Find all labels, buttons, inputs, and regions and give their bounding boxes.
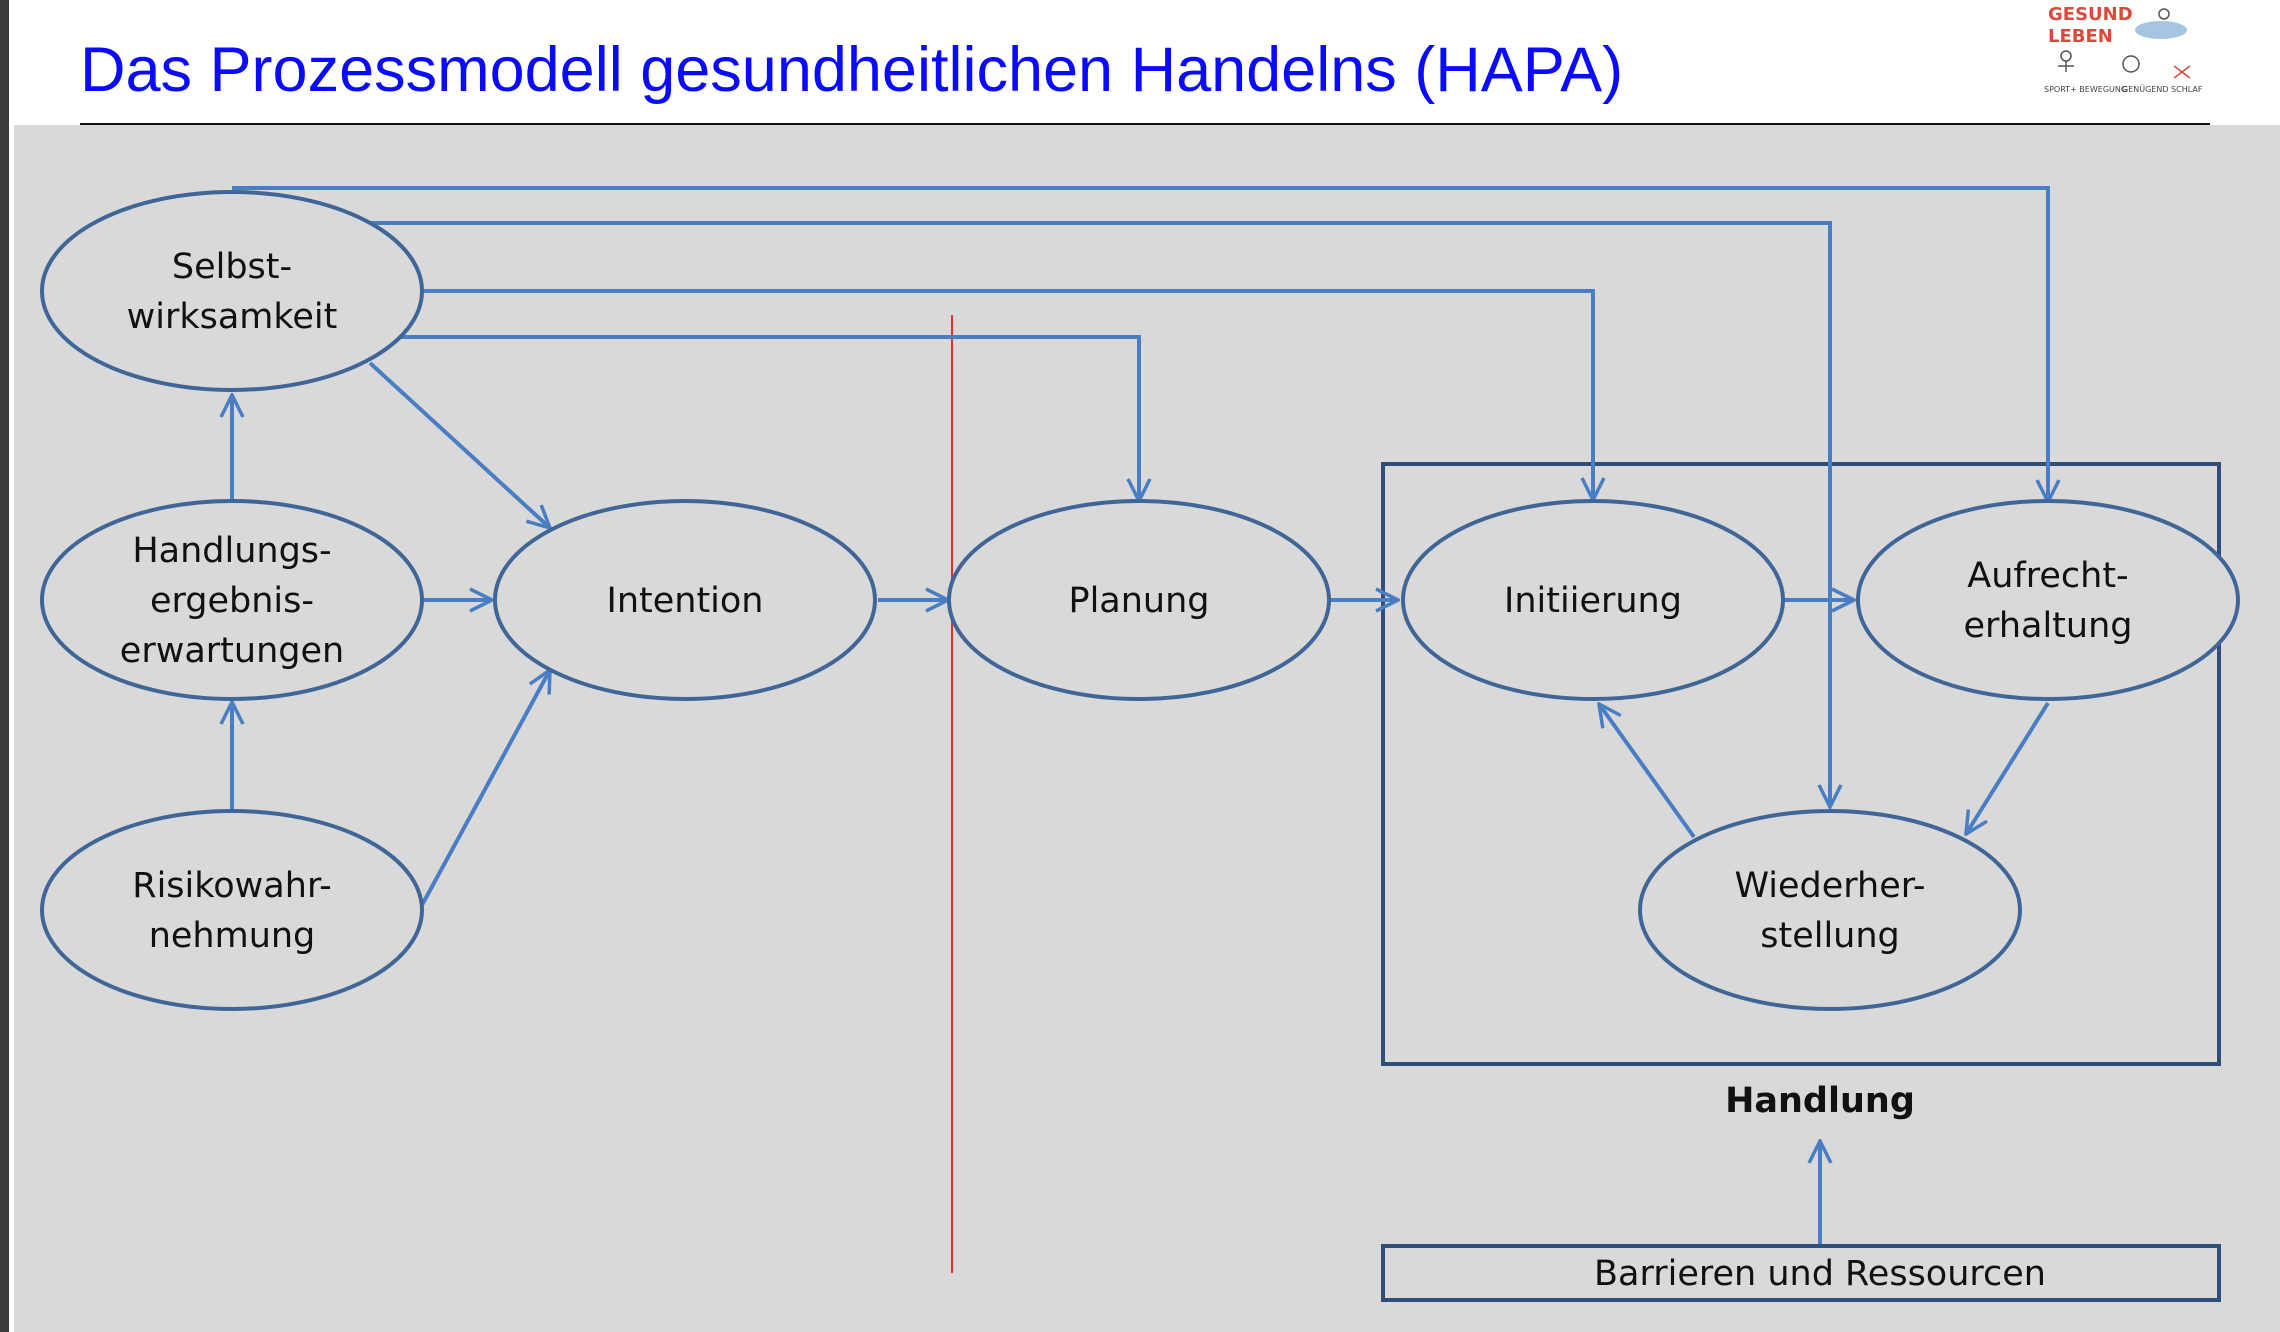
arrow-risiko-to-intention: [420, 670, 550, 906]
logo-caption-left: SPORT+ BEWEGUNG: [2044, 85, 2127, 94]
node-initiierung: Initiierung: [1401, 499, 1785, 701]
node-wiederherstellung-line1: Wiederher-: [1734, 866, 1925, 906]
node-handlungsergebnis-line2: ergebnis-: [150, 581, 314, 621]
logo-text-gesund: GESUND: [2048, 4, 2133, 25]
arrow-selbst-to-initiierung: [422, 289, 1593, 500]
node-planung: Planung: [947, 499, 1331, 701]
arrow-selbst-to-intention: [368, 361, 550, 528]
node-aufrechterhaltung-line2: erhaltung: [1964, 606, 2133, 646]
logo-caption-right: GENÜGEND SCHLAF: [2122, 84, 2203, 94]
barrieren-box: [1381, 1244, 2221, 1302]
title-underline: [80, 123, 2210, 125]
logo-star-icon: [2173, 65, 2191, 79]
arrow-selbst-to-planung: [392, 335, 1139, 501]
logo-text-leben: LEBEN: [2048, 26, 2113, 47]
node-handlungsergebnis-line3: erwartungen: [120, 631, 344, 671]
node-selbstwirksamkeit-line2: wirksamkeit: [127, 297, 338, 337]
node-handlungsergebnis-line1: Handlungs-: [132, 531, 331, 571]
left-edge-bar: [0, 0, 9, 1332]
barrieren-label: Barrieren und Ressourcen: [1594, 1254, 2046, 1294]
node-aufrechterhaltung: Aufrecht- erhaltung: [1856, 499, 2240, 701]
node-risikowahrnehmung: Risikowahr- nehmung: [40, 809, 424, 1011]
node-aufrechterhaltung-line1: Aufrecht-: [1967, 556, 2128, 596]
logo-clock-icon: [2122, 55, 2140, 73]
arrow-selbst-to-aufrecht: [232, 186, 2048, 502]
hapa-diagram: Selbst- wirksamkeit Handlungs- ergebnis-…: [14, 125, 2280, 1332]
logo-swimmer-icon: [2158, 8, 2170, 20]
handlung-label: Handlung: [1725, 1081, 1915, 1121]
node-planung-label: Planung: [1068, 581, 1209, 621]
logo-runner-icon: [2058, 50, 2074, 72]
node-wiederherstellung-line2: stellung: [1760, 916, 1900, 956]
arrow-wiederher-to-initiierung: [1599, 704, 1696, 839]
handlung-box: [1381, 462, 2221, 1066]
node-risikowahrnehmung-line2: nehmung: [149, 916, 316, 956]
logo-water-icon: [2135, 21, 2187, 39]
node-selbstwirksamkeit: Selbst- wirksamkeit: [40, 190, 424, 392]
node-initiierung-label: Initiierung: [1504, 581, 1682, 621]
node-intention: Intention: [493, 499, 877, 701]
node-wiederherstellung: Wiederher- stellung: [1638, 809, 2022, 1011]
arrow-selbst-to-wiederher: [370, 221, 1830, 807]
node-handlungsergebnis: Handlungs- ergebnis- erwartungen: [40, 499, 424, 701]
node-intention-label: Intention: [607, 581, 764, 621]
gesund-leben-logo: GESUND LEBEN SPORT+ BEWEGUNG GENÜGEND SC…: [2044, 4, 2203, 94]
arrow-aufrecht-to-wiederher: [1966, 701, 2050, 834]
node-selbstwirksamkeit-line1: Selbst-: [172, 247, 292, 287]
slide-title: Das Prozessmodell gesundheitlichen Hande…: [80, 35, 1624, 105]
node-risikowahrnehmung-line1: Risikowahr-: [132, 866, 331, 906]
